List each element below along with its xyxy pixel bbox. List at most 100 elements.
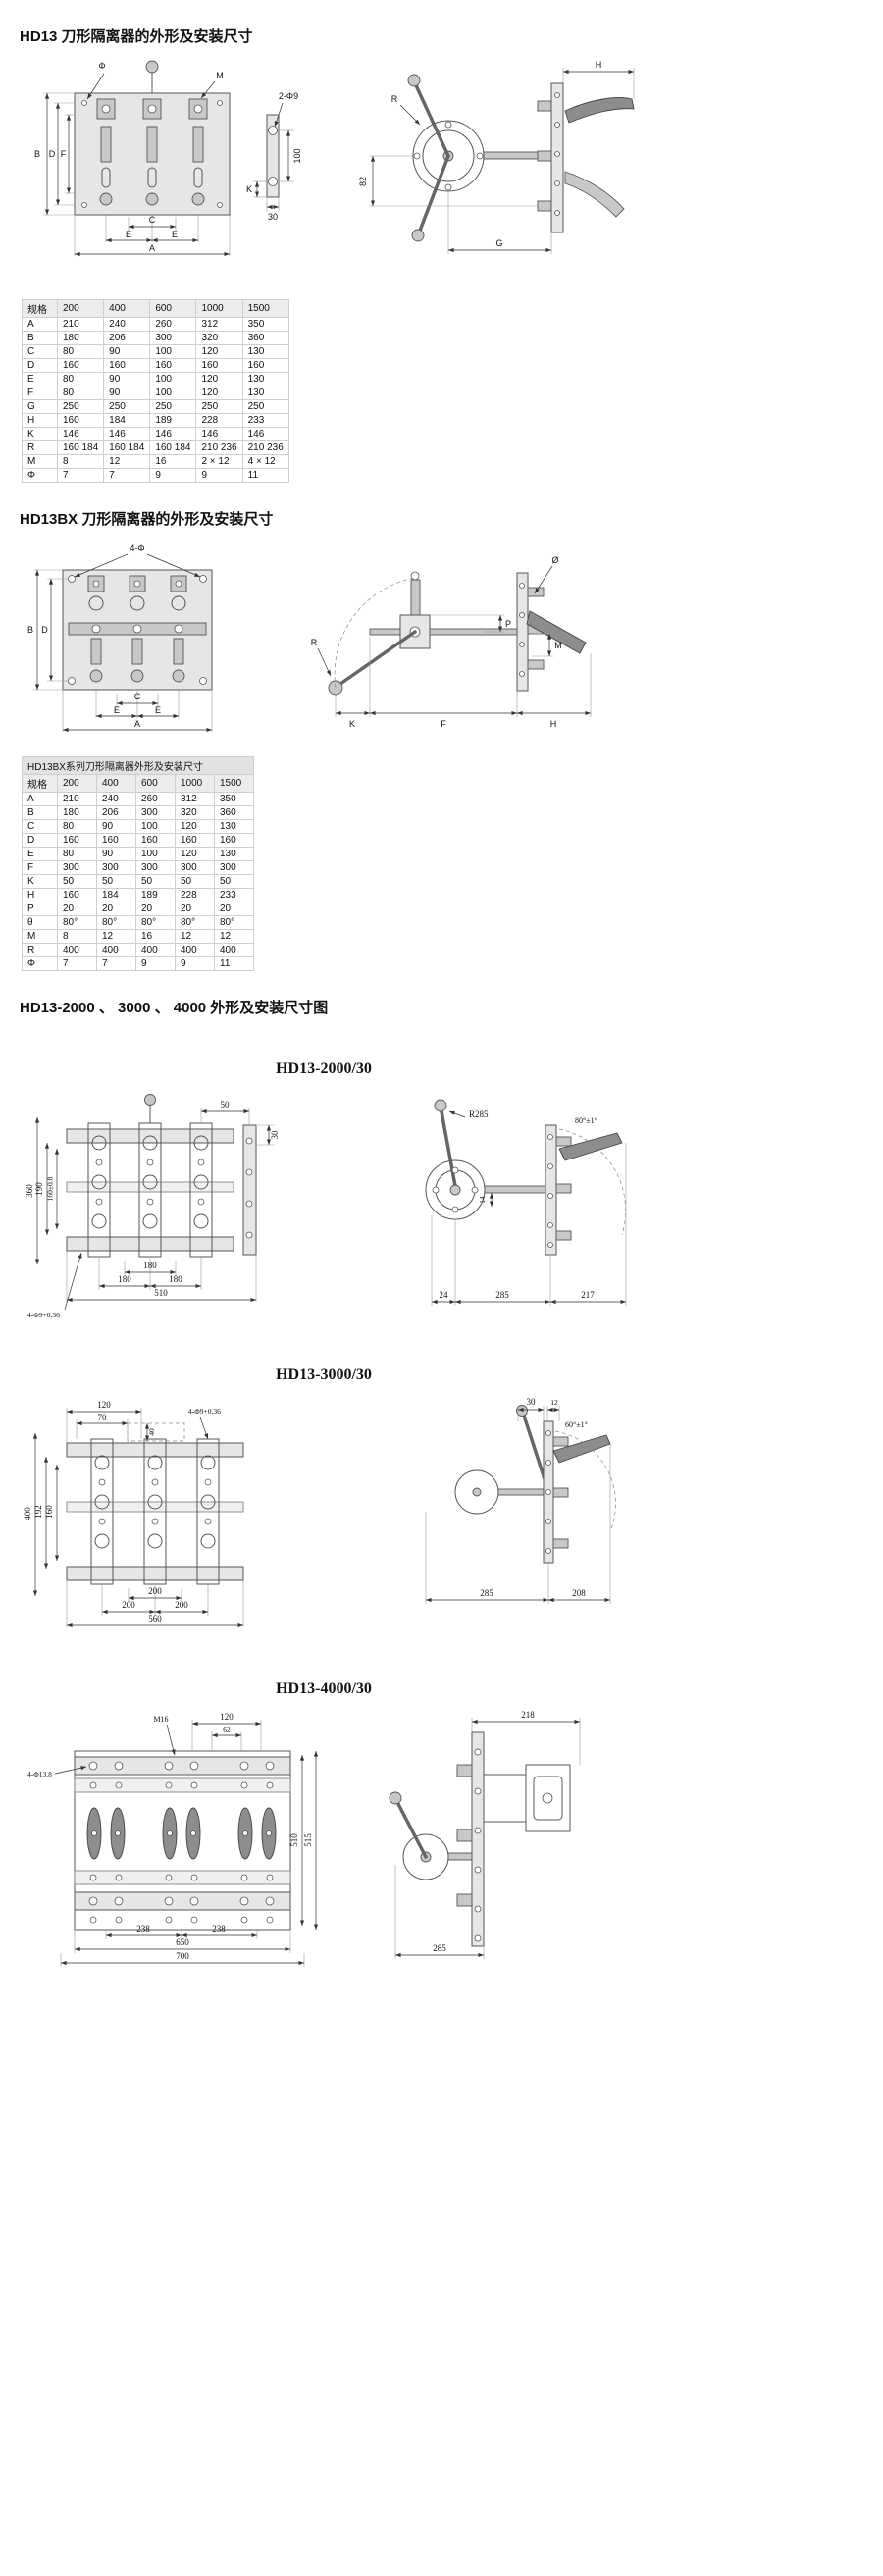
table-cell: 100 (135, 847, 176, 861)
table-cell: 7 (56, 468, 105, 483)
table-cell: 146 (149, 427, 197, 441)
dim-label-hole: 4-Φ13.8 (27, 1770, 52, 1778)
table-cell: 80° (57, 915, 97, 930)
dim-label-h: H (550, 719, 557, 729)
lower-arm (564, 171, 625, 218)
table-cell: Φ (22, 956, 58, 971)
hd13-drawings-row: Φ M B D F C E E A 2-Φ9 K 100 30 (26, 56, 863, 289)
hd13-4000-side-dimensions (394, 1718, 581, 1959)
dim-label-217: 217 (581, 1290, 595, 1300)
dim-label-120: 120 (220, 1712, 234, 1722)
table-cell: 9 (195, 468, 243, 483)
dim-label-200r: 200 (175, 1600, 188, 1610)
table-cell: 7 (57, 956, 97, 971)
hd13-3000-side-body (454, 1405, 616, 1564)
table-cell: 80 (57, 819, 97, 834)
dim-label-190: 190 (34, 1182, 44, 1196)
hd13-3000-row: 120 70 40 4-Φ9+0.36 400 192 160 200 200 … (23, 1394, 863, 1637)
hd13bx-front-dimensions (33, 553, 213, 733)
column-header: 600 (135, 774, 176, 793)
hd13-4000-front-drawing: M16 120 62 4-Φ13.8 510 515 238 238 650 7… (27, 1712, 319, 1967)
dim-label-82: 82 (358, 177, 368, 186)
dim-label-d: D (49, 149, 56, 159)
table-cell: H (22, 413, 58, 428)
table-cell: 146 (195, 427, 243, 441)
figure-title-2000: HD13-2000/30 (276, 1060, 372, 1077)
dim-label-160: 160±0.8 (46, 1176, 55, 1201)
column-header: 规格 (22, 299, 58, 318)
table-cell: 312 (195, 317, 243, 332)
figure-hd13-3000: HD13-3000/30 (20, 1366, 863, 1637)
table-cell: 350 (241, 317, 289, 332)
table-cell: 350 (214, 792, 254, 806)
table-cell: 160 184 (103, 440, 151, 455)
dim-label-650: 650 (176, 1937, 189, 1947)
table-cell: 250 (103, 399, 151, 414)
table-cell: 184 (103, 413, 151, 428)
dim-label-hole: 2-Φ9 (279, 91, 298, 101)
dim-label-200c: 200 (148, 1586, 162, 1596)
section1-title: HD13 刀形隔离器的外形及安装尺寸 (20, 28, 253, 45)
dim-label-24: 24 (440, 1290, 449, 1300)
table-cell: G (22, 399, 58, 414)
table-cell: 100 (149, 386, 197, 400)
dim-label-515: 515 (303, 1833, 313, 1847)
table-cell: 20 (175, 902, 215, 916)
table-cell: 120 (195, 344, 243, 359)
table-cell: 100 (149, 344, 197, 359)
table-cell: B (22, 805, 58, 820)
dim-label-12: 12 (550, 1398, 558, 1407)
dim-label-30: 30 (270, 1130, 280, 1140)
dim-label-b: B (34, 149, 40, 159)
table-cell: 130 (241, 372, 289, 386)
table-cell: 90 (103, 372, 151, 386)
dim-label-hole: 4-Φ9+0.36 (188, 1407, 221, 1416)
table-cell: 7 (96, 956, 136, 971)
table-cell: 400 (96, 943, 136, 957)
table-cell: 360 (214, 805, 254, 820)
dim-label-e2: E (172, 230, 178, 239)
table-cell: M (22, 929, 58, 944)
dim-label-phi: Φ (98, 61, 105, 71)
dim-label-100: 100 (292, 148, 302, 163)
column-header: 1000 (195, 299, 243, 318)
table-cell: 180 (57, 805, 97, 820)
table-cell: E (22, 847, 58, 861)
table-cell: K (22, 427, 58, 441)
table-cell: 180 (56, 331, 105, 345)
hd13-side-plate (537, 82, 635, 233)
hd13-4000-side-body (389, 1731, 571, 1947)
table-cell: 80° (135, 915, 176, 930)
dim-label-hole: 4-Φ9+0.36 (27, 1311, 60, 1319)
table-cell: θ (22, 915, 58, 930)
table-cell: H (22, 888, 58, 902)
table-cell: 240 (96, 792, 136, 806)
table-cell: 80 (56, 386, 105, 400)
dim-label-200l: 200 (122, 1600, 135, 1610)
dim-label-40: 40 (147, 1428, 156, 1436)
dim-label-120: 120 (97, 1400, 111, 1410)
dim-label-dia: Ø (551, 555, 558, 565)
table-cell: 9 (175, 956, 215, 971)
hd13-3000-side-drawing: 30 12 60°±1° 285 208 (425, 1397, 616, 1604)
column-header: 400 (103, 299, 151, 318)
table-cell: F (22, 860, 58, 875)
hd13bx-side-dimensions (317, 565, 592, 717)
table-cell: 50 (175, 874, 215, 889)
table-cell: 100 (149, 372, 197, 386)
column-header: 200 (56, 299, 105, 318)
dim-label-285: 285 (495, 1290, 509, 1300)
table-cell: 50 (96, 874, 136, 889)
dim-label-180r: 180 (169, 1274, 182, 1284)
dim-label-180l: 180 (118, 1274, 131, 1284)
table-cell: 160 184 (56, 440, 105, 455)
table-cell: 240 (103, 317, 151, 332)
